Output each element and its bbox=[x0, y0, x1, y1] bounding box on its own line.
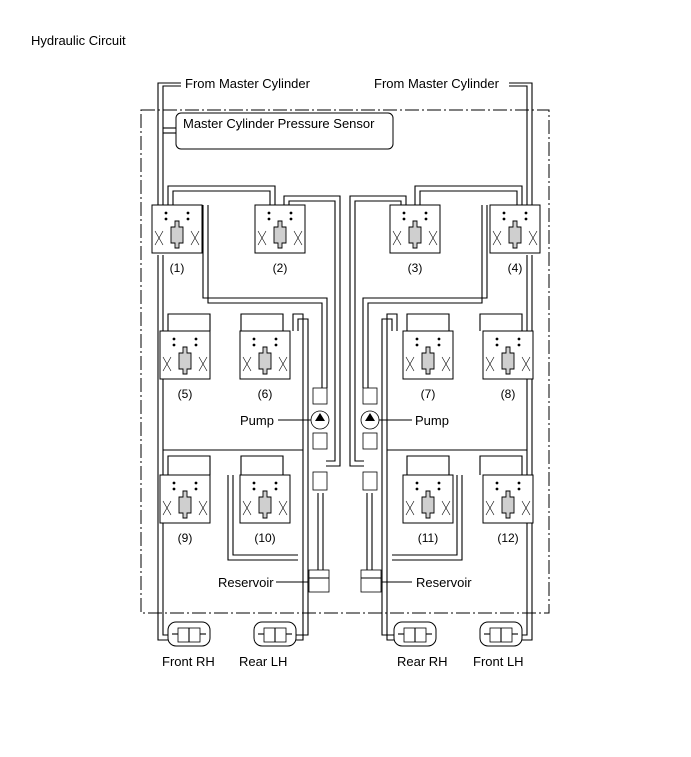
solenoid-valve: (9) bbox=[159, 474, 211, 545]
wheel-label-front-lh: Front LH bbox=[473, 654, 524, 669]
solenoid-valve: (8) bbox=[482, 330, 534, 401]
pressure-sensor-box bbox=[175, 112, 394, 150]
pump-label-left: Pump bbox=[240, 413, 274, 428]
right-pump-assembly bbox=[360, 387, 380, 491]
actuator-boundary bbox=[140, 109, 550, 614]
solenoid-valve: (7) bbox=[402, 330, 454, 401]
solenoid-valve: (10) bbox=[239, 474, 291, 545]
solenoid-valve: (11) bbox=[402, 474, 454, 545]
solenoid-valve: (12) bbox=[482, 474, 534, 545]
valve-number-label: (5) bbox=[178, 387, 193, 401]
left-pump-assembly bbox=[310, 387, 330, 491]
wheel-cylinder-icon bbox=[393, 621, 437, 647]
check-valve-left-upper bbox=[312, 387, 328, 405]
valve-number-label: (10) bbox=[254, 531, 275, 545]
check-valve-left-middle bbox=[312, 432, 328, 450]
diagram-title: Hydraulic Circuit bbox=[31, 33, 126, 48]
check-valve-right-lower bbox=[362, 471, 378, 491]
solenoid-valves: (1) (2) (3) (4) (5) (6) (7) (8) (9) (10) (11) (12) bbox=[151, 204, 541, 545]
wheel-label-rear-lh: Rear LH bbox=[239, 654, 287, 669]
pressure-sensor-label: Master Cylinder Pressure Sensor bbox=[183, 116, 375, 131]
wheel-cylinder-icon bbox=[253, 621, 297, 647]
check-valve-left-lower bbox=[312, 471, 328, 491]
solenoid-valve: (1) bbox=[151, 204, 203, 275]
wheel-label-front-rh: Front RH bbox=[162, 654, 215, 669]
reservoir-left bbox=[308, 569, 330, 593]
valve-number-label: (6) bbox=[258, 387, 273, 401]
master-cylinder-label-left: From Master Cylinder bbox=[185, 76, 311, 91]
master-cylinder-pipes bbox=[157, 82, 533, 205]
valve-number-label: (2) bbox=[273, 261, 288, 275]
reservoir-label-right: Reservoir bbox=[416, 575, 472, 590]
solenoid-valve: (2) bbox=[254, 204, 306, 275]
master-cylinder-label-right: From Master Cylinder bbox=[374, 76, 500, 91]
pump-left-arrow bbox=[315, 413, 325, 421]
solenoid-valve: (6) bbox=[239, 330, 291, 401]
pressure-sensor: Master Cylinder Pressure Sensor bbox=[175, 112, 394, 150]
valve-number-label: (8) bbox=[501, 387, 516, 401]
wheel-cylinder-icon bbox=[479, 621, 523, 647]
wheel-label-rear-rh: Rear RH bbox=[397, 654, 448, 669]
solenoid-valve: (5) bbox=[159, 330, 211, 401]
check-valve-right-upper bbox=[362, 387, 378, 405]
check-valve-right-middle bbox=[362, 432, 378, 450]
valve-number-label: (12) bbox=[497, 531, 518, 545]
pump-right-arrow bbox=[365, 413, 375, 421]
solenoid-valve: (4) bbox=[489, 204, 541, 275]
valve-number-label: (7) bbox=[421, 387, 436, 401]
wheel-cylinder-icon bbox=[167, 621, 211, 647]
pump-label-right: Pump bbox=[415, 413, 449, 428]
valve-number-label: (4) bbox=[508, 261, 523, 275]
reservoir-label-left: Reservoir bbox=[218, 575, 274, 590]
wheel-cylinders bbox=[167, 621, 523, 647]
solenoid-valve: (3) bbox=[389, 204, 441, 275]
valve-number-label: (9) bbox=[178, 531, 193, 545]
reservoir-right bbox=[360, 569, 382, 593]
valve-number-label: (1) bbox=[170, 261, 185, 275]
valve-number-label: (3) bbox=[408, 261, 423, 275]
valve-number-label: (11) bbox=[418, 531, 438, 545]
